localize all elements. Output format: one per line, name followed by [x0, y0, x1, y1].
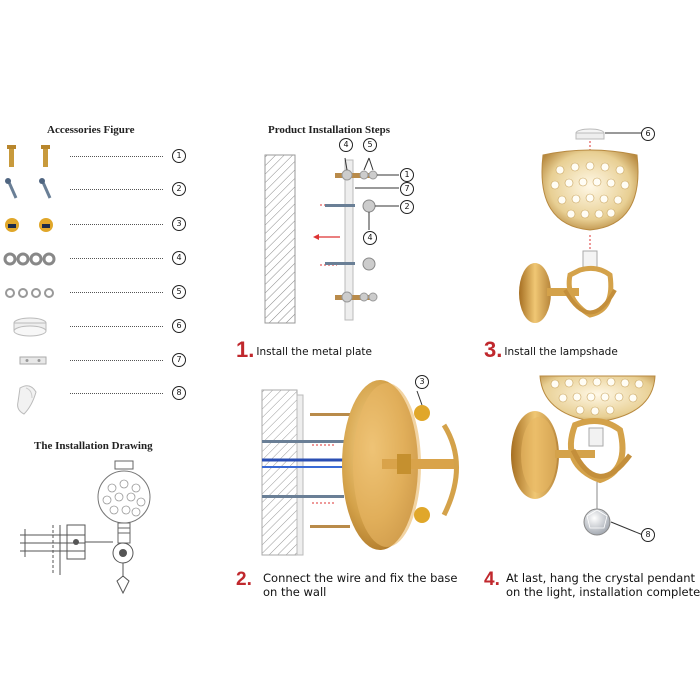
accessory-row-3: 3: [0, 213, 200, 237]
step1-caption: 1.Install the metal plate: [236, 337, 372, 363]
step1-callout-7: 7: [400, 182, 414, 196]
step1-number: 1.: [236, 337, 255, 362]
callout-5: 5: [172, 285, 186, 299]
step1-callout-1: 1: [400, 168, 414, 182]
step2-line1: Connect the wire and fix the base: [263, 571, 458, 585]
ring-cap-icon: [13, 317, 47, 337]
leader-line: [70, 258, 163, 259]
callout-8: 8: [172, 386, 186, 400]
crystal-pendant-icon: [17, 385, 37, 415]
step4-number: 4.: [484, 569, 500, 590]
step2-line2: on the wall: [263, 585, 327, 599]
leader-line: [70, 224, 163, 225]
step1-callout-2: 2: [400, 200, 414, 214]
accessory-row-5: 5: [0, 281, 200, 305]
accessory-row-1: 1: [0, 145, 200, 169]
leader-line: [70, 189, 163, 190]
accessory-row-6: 6: [0, 315, 200, 339]
step4-caption: 4. At last, hang the crystal pendant on …: [484, 569, 700, 599]
step1-text: Install the metal plate: [256, 346, 372, 358]
step2-illustration: [261, 380, 459, 556]
step4-line2: on the light, installation completed.: [506, 585, 700, 599]
step2-caption: 2. Connect the wire and fix the base on …: [236, 569, 458, 599]
step1-callout-4b: 4: [363, 231, 377, 245]
callout-7: 7: [172, 353, 186, 367]
leader-line: [70, 156, 163, 157]
step3-number: 3.: [484, 337, 503, 362]
step3-callout-6: 6: [641, 127, 655, 141]
accessory-row-2: 2: [0, 178, 200, 202]
step3-illustration: [519, 128, 643, 323]
step1-illustration: [264, 154, 399, 324]
metal-plate-icon: [19, 356, 47, 365]
accessories-title: Accessories Figure: [47, 124, 135, 136]
callout-1: 1: [172, 149, 186, 163]
nut-icon: [5, 288, 54, 298]
step3-text: Install the lampshade: [504, 346, 618, 358]
callout-6: 6: [172, 319, 186, 333]
installation-drawing: [20, 460, 151, 595]
gold-cap-icon: [5, 218, 53, 232]
callout-3: 3: [172, 217, 186, 231]
drawing-title: The Installation Drawing: [34, 440, 153, 452]
step2-number: 2.: [236, 569, 252, 590]
leader-line: [70, 326, 163, 327]
step2-callout-3: 3: [415, 375, 429, 389]
leader-line: [70, 360, 163, 361]
washer-icon: [3, 252, 56, 266]
accessory-row-8: 8: [0, 382, 200, 416]
steps-title: Product Installation Steps: [268, 124, 391, 136]
steel-screw-icon: [5, 178, 52, 199]
leader-line: [70, 292, 163, 293]
step4-illustration: [511, 375, 656, 536]
step1-callout-5: 5: [363, 138, 377, 152]
brass-screw-icon: [7, 145, 50, 167]
step1-callout-4a: 4: [339, 138, 353, 152]
accessory-row-4: 4: [0, 247, 200, 271]
step3-caption: 3.Install the lampshade: [484, 337, 618, 363]
callout-4: 4: [172, 251, 186, 265]
leader-line: [70, 393, 163, 394]
step4-line1: At last, hang the crystal pendant: [506, 571, 696, 585]
callout-2: 2: [172, 182, 186, 196]
step4-callout-8: 8: [641, 528, 655, 542]
accessory-row-7: 7: [0, 349, 200, 373]
